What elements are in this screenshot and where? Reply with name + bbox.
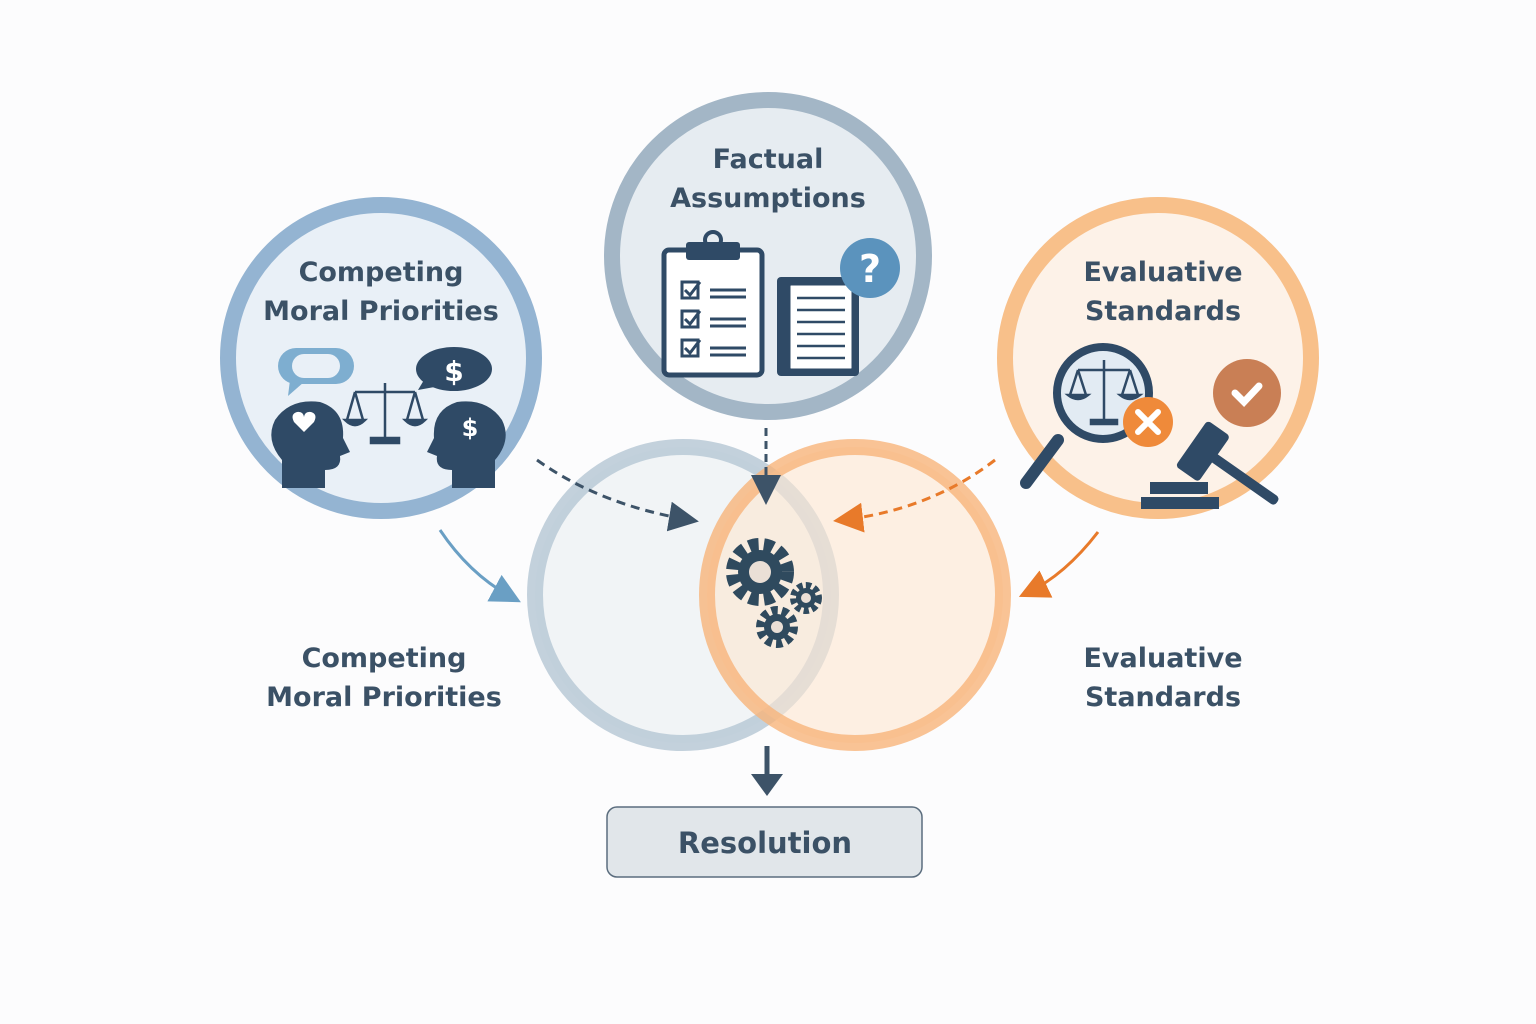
circle-competing-moral-priorities: Competing Moral Priorities $ $ xyxy=(220,197,542,519)
resolution-label: Resolution xyxy=(678,826,852,860)
question-mark: ? xyxy=(859,247,881,291)
clipboard-checklist-icon xyxy=(661,230,765,378)
venn-left-label-line2: Moral Priorities xyxy=(266,682,502,713)
moral-title-line2: Moral Priorities xyxy=(263,296,499,327)
factual-title-line1: Factual xyxy=(713,144,824,175)
scales-icon xyxy=(341,383,429,445)
head-heart-icon xyxy=(271,401,350,488)
document-icon xyxy=(777,277,859,376)
gavel-icon xyxy=(1141,421,1279,509)
down-arrow-icon xyxy=(751,746,783,796)
circle-evaluative-standards: Evaluative Standards xyxy=(997,197,1319,519)
evaluative-title-line2: Standards xyxy=(1085,296,1241,327)
question-mark-icon: ? xyxy=(840,238,900,298)
arrow-moral-to-venn xyxy=(438,529,521,603)
venn-circle-evaluative xyxy=(699,439,1011,751)
reject-x-icon xyxy=(1123,397,1173,447)
dashed-arrow-moral-to-center xyxy=(536,458,699,532)
venn-right-label-line1: Evaluative xyxy=(1083,643,1242,674)
approve-check-icon xyxy=(1213,359,1281,427)
head-dollar-icon: $ xyxy=(427,401,506,488)
circle-factual-assumptions: Factual Assumptions ? xyxy=(604,92,932,420)
speech-bubble-dollar-icon: $ xyxy=(416,347,492,391)
venn-diagram xyxy=(527,439,1011,751)
gears-icon xyxy=(726,538,822,648)
dollar-symbol: $ xyxy=(444,355,463,388)
venn-left-label-line1: Competing xyxy=(302,643,467,674)
factual-title-line2: Assumptions xyxy=(670,183,866,214)
moral-title-line1: Competing xyxy=(299,257,464,288)
resolution-box: Resolution xyxy=(606,806,923,878)
arrow-evaluative-to-venn xyxy=(1018,531,1100,598)
dashed-arrow-evaluative-to-center xyxy=(833,458,996,533)
venn-right-label-line2: Standards xyxy=(1085,682,1241,713)
speech-bubble-icon xyxy=(278,348,354,396)
dollar-symbol: $ xyxy=(462,414,479,442)
evaluative-title-line1: Evaluative xyxy=(1083,257,1242,288)
